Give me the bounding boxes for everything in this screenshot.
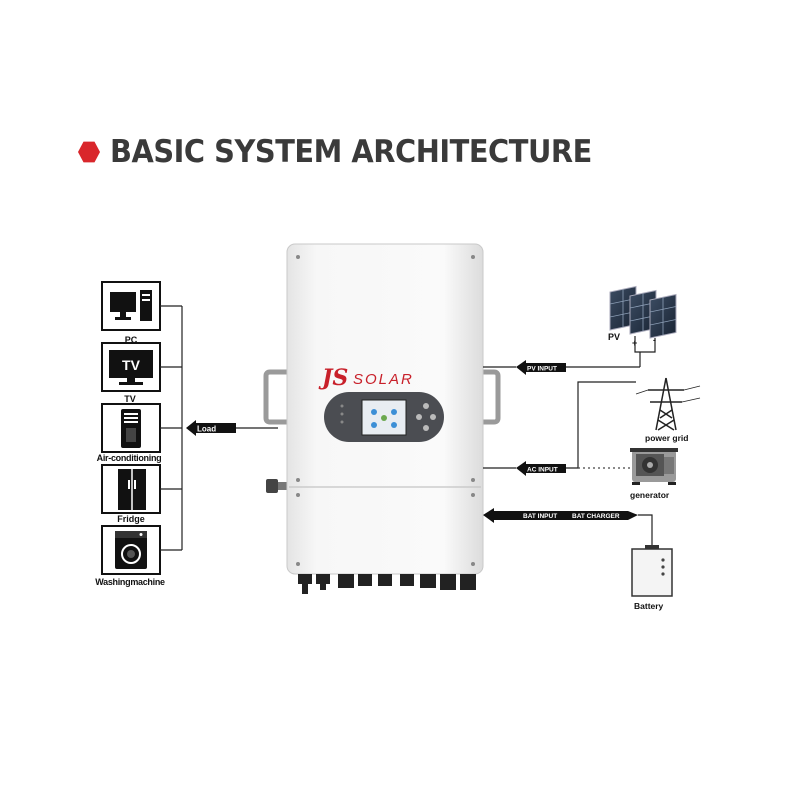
brand-logo: JS SOLAR xyxy=(318,365,414,391)
load-label-fridge: Fridge xyxy=(117,514,145,524)
pc-icon xyxy=(110,290,152,321)
load-device-air-conditioning: Air-conditioning xyxy=(97,403,162,463)
battery-wiring xyxy=(638,514,653,545)
right-handle xyxy=(483,369,501,425)
pv-wiring xyxy=(483,336,656,368)
section-title: BASIC SYSTEM ARCHITECTURE xyxy=(78,132,628,172)
tv-icon: TV xyxy=(109,350,153,385)
tv-screen-text: TV xyxy=(122,357,141,373)
bat-charger-text: BAT CHARGER xyxy=(572,513,620,520)
power-grid-tower-icon xyxy=(635,377,701,431)
load-label-air-conditioning: Air-conditioning xyxy=(97,453,162,463)
load-label-washing-machine: Washingmachine xyxy=(95,577,165,587)
fridge-icon xyxy=(118,469,146,510)
battery-label: Battery xyxy=(634,601,664,611)
generator-label: generator xyxy=(630,490,670,500)
left-handle xyxy=(263,369,289,425)
load-bus-wiring xyxy=(160,305,278,551)
pv-input-arrow-tag: PV INPUT xyxy=(516,360,566,375)
bat-input-text: BAT INPUT xyxy=(523,513,557,520)
load-arrow-tag: Load xyxy=(186,420,236,436)
load-label-pc: PC xyxy=(125,335,138,345)
ac-input-arrow-tag: AC INPUT xyxy=(516,461,566,476)
brand-logo-prefix: JS xyxy=(318,365,348,391)
power-grid-label: power grid xyxy=(645,433,688,443)
display-panel xyxy=(324,392,444,442)
brand-logo-suffix: SOLAR xyxy=(353,371,414,388)
generator-icon xyxy=(630,448,678,485)
battery-bar: BAT INPUT BAT CHARGER xyxy=(483,508,638,523)
bottom-connectors xyxy=(298,574,476,594)
pv-label: PV xyxy=(608,332,620,342)
pv-panels-icon xyxy=(609,285,677,339)
hexagon-bullet-icon xyxy=(78,141,100,163)
load-label-tv: TV xyxy=(124,394,136,404)
ac-input-text: AC INPUT xyxy=(527,467,558,474)
grid-wiring xyxy=(483,381,636,469)
inverter-unit: JS SOLAR xyxy=(263,243,501,594)
load-device-tv: TV TV xyxy=(101,342,161,404)
load-device-pc: PC xyxy=(101,281,161,345)
side-knob xyxy=(266,479,278,493)
load-device-fridge: Fridge xyxy=(101,464,161,524)
load-device-washing-machine: Washingmachine xyxy=(95,525,165,587)
washing-machine-icon xyxy=(115,531,147,569)
navigation-buttons xyxy=(416,403,436,431)
battery-icon xyxy=(631,545,673,597)
air-conditioner-icon xyxy=(121,409,141,448)
load-tag-text: Load xyxy=(197,425,216,434)
pv-input-text: PV INPUT xyxy=(527,366,557,373)
title-text: BASIC SYSTEM ARCHITECTURE xyxy=(110,134,592,170)
